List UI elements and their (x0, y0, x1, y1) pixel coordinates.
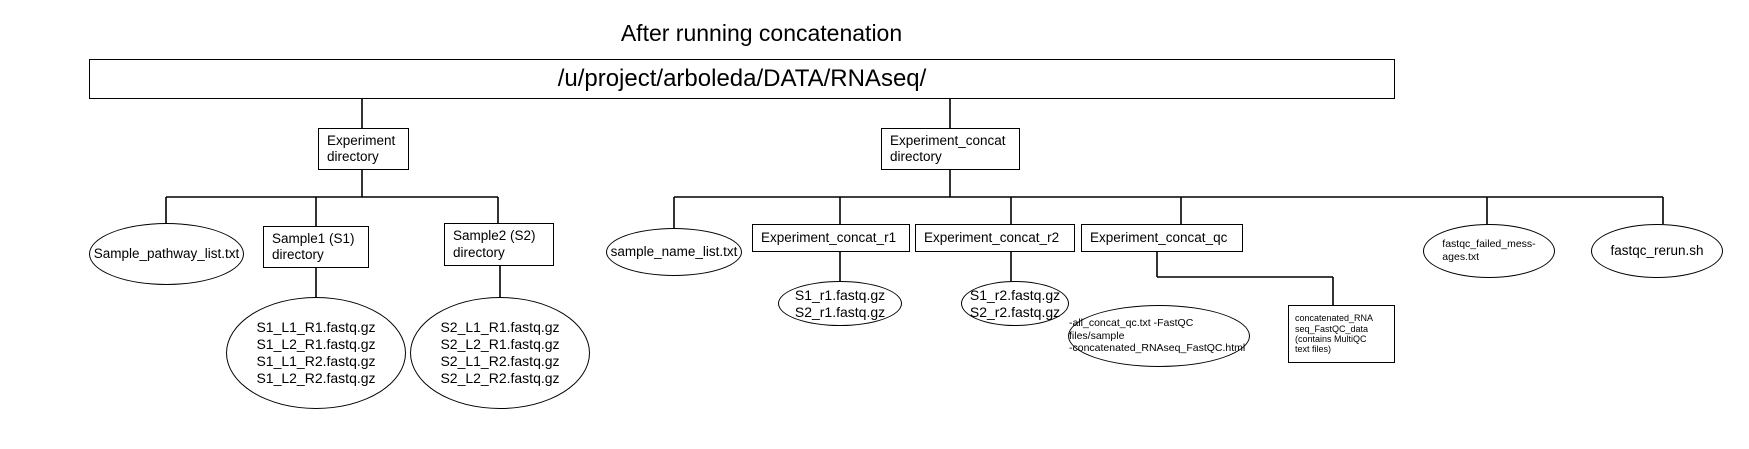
sample2-directory-label: Sample2 (S2) directory (453, 228, 536, 260)
sample2-directory-node: Sample2 (S2) directory (444, 223, 554, 266)
qc-files-node: -all_concat_qc.txt -FastQC files/sample … (1068, 305, 1250, 367)
experiment-directory-label: Experiment directory (327, 132, 396, 164)
experiment-directory-node: Experiment directory (318, 128, 409, 170)
fastqc-failed-messages-label: fastqc_failed_mess- ages.txt (1442, 238, 1536, 263)
root-path-label: /u/project/arboleda/DATA/RNAseq/ (557, 65, 927, 92)
diagram-title: After running concatenation (620, 20, 903, 46)
r2-files-label: S1_r2.fastq.gz S2_r2.fastq.gz (969, 286, 1061, 320)
experiment-concat-qc-node: Experiment_concat_qc (1081, 224, 1243, 252)
experiment-concat-r1-node: Experiment_concat_r1 (752, 224, 910, 252)
fastqc-rerun-label: fastqc_rerun.sh (1610, 242, 1704, 258)
sample1-files-node: S1_L1_R1.fastq.gz S1_L2_R1.fastq.gz S1_L… (226, 297, 406, 409)
sample1-files-label: S1_L1_R1.fastq.gz S1_L2_R1.fastq.gz S1_L… (256, 319, 376, 386)
experiment-concat-qc-label: Experiment_concat_qc (1090, 229, 1228, 245)
root-path-node: /u/project/arboleda/DATA/RNAseq/ (89, 59, 1395, 99)
qc-files-label: -all_concat_qc.txt -FastQC files/sample … (1069, 317, 1246, 355)
experiment-concat-r2-node: Experiment_concat_r2 (915, 224, 1075, 252)
r1-files-node: S1_r1.fastq.gz S2_r1.fastq.gz (778, 281, 902, 326)
r1-files-label: S1_r1.fastq.gz S2_r1.fastq.gz (794, 286, 886, 320)
experiment-concat-r1-label: Experiment_concat_r1 (761, 229, 897, 245)
sample-name-list-node: sample_name_list.txt (606, 228, 742, 276)
sample-pathway-list-node: Sample_pathway_list.txt (89, 223, 244, 285)
sample-name-list-label: sample_name_list.txt (610, 243, 738, 259)
experiment-concat-directory-node: Experiment_concat directory (881, 128, 1020, 170)
fastqc-failed-messages-node: fastqc_failed_mess- ages.txt (1423, 224, 1555, 278)
qc-data-directory-label: concatenated_RNA seq_FastQC_data (contai… (1295, 313, 1374, 355)
sample2-files-label: S2_L1_R1.fastq.gz S2_L2_R1.fastq.gz S2_L… (440, 319, 560, 386)
experiment-concat-directory-label: Experiment_concat directory (890, 132, 1006, 164)
experiment-concat-r2-label: Experiment_concat_r2 (924, 229, 1060, 245)
sample1-directory-node: Sample1 (S1) directory (263, 226, 369, 268)
sample-pathway-list-label: Sample_pathway_list.txt (93, 245, 240, 261)
qc-data-directory-node: concatenated_RNA seq_FastQC_data (contai… (1288, 305, 1395, 363)
fastqc-rerun-node: fastqc_rerun.sh (1591, 224, 1723, 278)
r2-files-node: S1_r2.fastq.gz S2_r2.fastq.gz (961, 281, 1069, 326)
sample2-files-node: S2_L1_R1.fastq.gz S2_L2_R1.fastq.gz S2_L… (410, 297, 590, 409)
sample1-directory-label: Sample1 (S1) directory (272, 230, 355, 262)
